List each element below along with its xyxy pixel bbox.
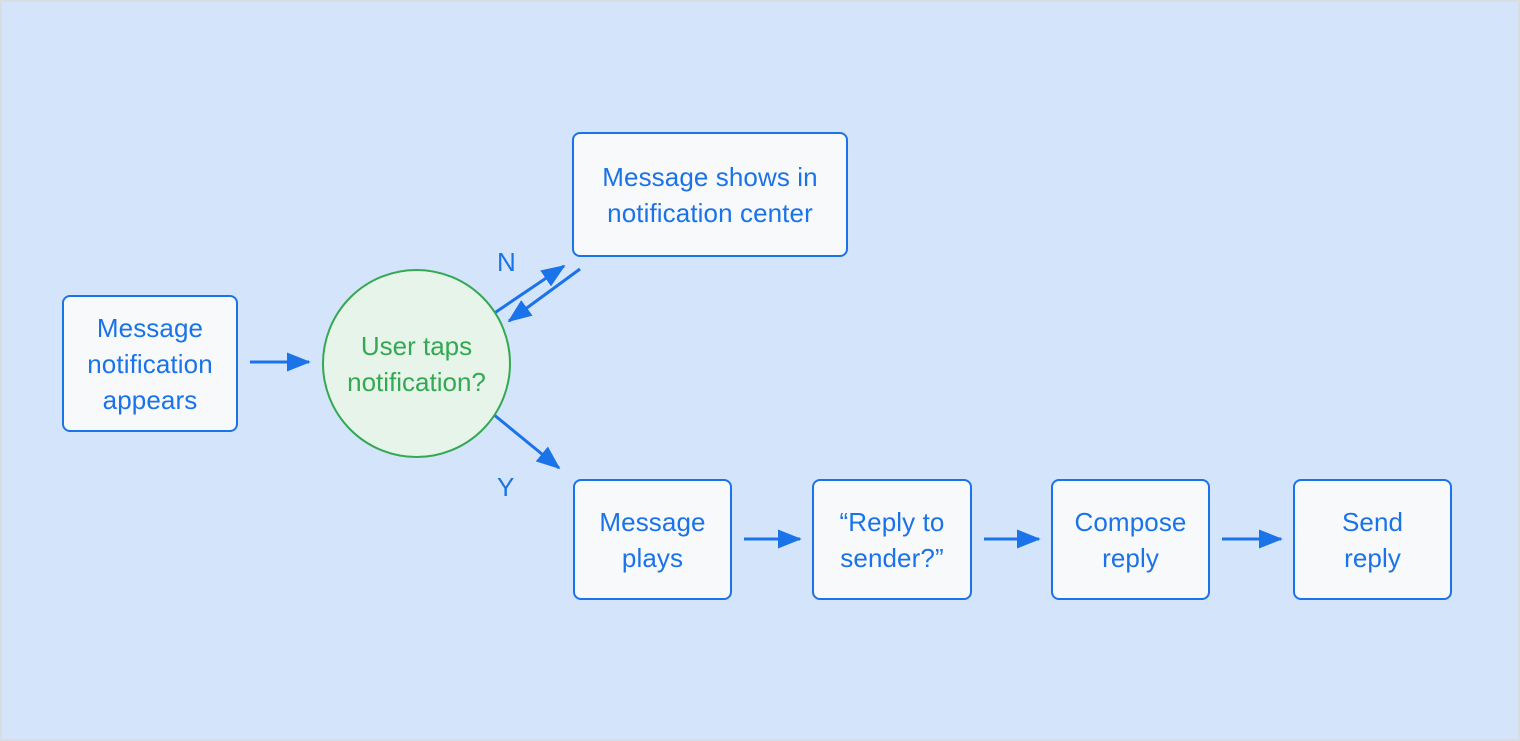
node-label: Message notification appears bbox=[87, 312, 213, 415]
node-user-taps-notification-decision[interactable]: User taps notification? bbox=[322, 269, 511, 458]
edge-decision-to-plays bbox=[492, 412, 561, 470]
node-compose-reply[interactable]: Compose reply bbox=[1051, 479, 1210, 600]
node-label: User taps notification? bbox=[347, 330, 486, 397]
node-message-notification-appears[interactable]: Message notification appears bbox=[62, 295, 238, 432]
node-label: Send reply bbox=[1341, 506, 1404, 573]
node-message-plays[interactable]: Message plays bbox=[573, 479, 732, 600]
node-send-reply[interactable]: Send reply bbox=[1293, 479, 1452, 600]
node-label: “Reply to sender?” bbox=[839, 506, 945, 573]
edge-label-no: N bbox=[497, 247, 516, 277]
node-message-shows-in-notification-center[interactable]: Message shows in notification center bbox=[572, 132, 848, 257]
node-reply-to-sender-prompt[interactable]: “Reply to sender?” bbox=[812, 479, 972, 600]
node-label: Compose reply bbox=[1074, 506, 1187, 573]
node-label: Message plays bbox=[599, 506, 706, 573]
node-label: Message shows in notification center bbox=[602, 161, 818, 228]
edge-notif-center-to-decision bbox=[507, 267, 581, 323]
edge-label-yes: Y bbox=[497, 472, 515, 502]
